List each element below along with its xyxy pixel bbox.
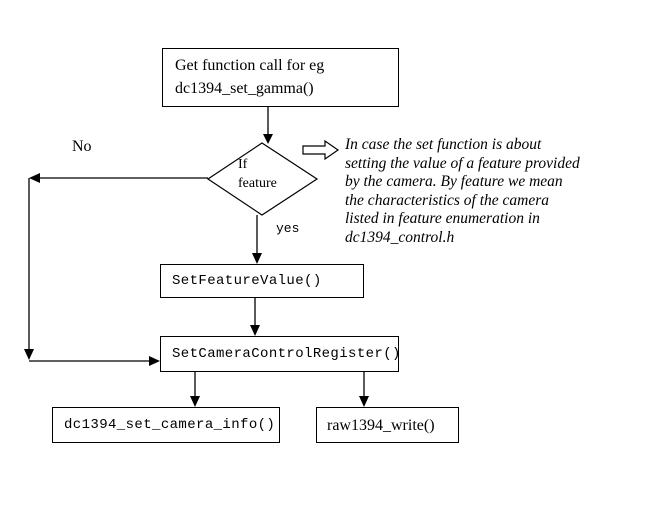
annotation-line: listed in feature enumeration in — [345, 210, 540, 227]
annotation-line: by the camera. By feature we mean — [345, 173, 563, 190]
edge-label-yes: yes — [276, 221, 300, 236]
node-raw1394-write: raw1394_write() — [316, 407, 459, 443]
annotation-pointer-arrow-icon — [302, 139, 340, 161]
annotation-line: dc1394_control.h — [345, 228, 455, 246]
node-get-function-call-line1: Get function call for eg — [175, 57, 325, 74]
node-dc1394-set-camera-info-label: dc1394_set_camera_info() — [64, 417, 276, 433]
arrowhead-down-icon — [263, 134, 273, 144]
arrowhead-down-icon — [190, 396, 200, 407]
edge-label-no: No — [72, 138, 92, 155]
node-set-camera-control-register-label: SetCameraControlRegister() — [172, 346, 401, 362]
annotation-line: In case the set function is about — [345, 136, 542, 153]
node-get-function-call-line2: dc1394_set_gamma() — [175, 80, 314, 97]
node-decision-label: If feature — [238, 155, 277, 193]
annotation-text: In case the set function is about settin… — [345, 136, 615, 247]
node-set-feature-value-label: SetFeatureValue() — [172, 273, 322, 289]
arrowhead-down-icon — [24, 349, 34, 360]
decision-diamond-shape — [206, 142, 319, 216]
node-raw1394-write-label: raw1394_write() — [327, 417, 435, 434]
node-dc1394-set-camera-info: dc1394_set_camera_info() — [52, 407, 280, 443]
arrowhead-down-icon — [250, 325, 260, 336]
arrowhead-left-icon — [29, 173, 40, 183]
annotation-line: the characteristics of the camera — [345, 191, 550, 209]
node-decision-line1: If — [238, 157, 248, 172]
arrowhead-down-icon — [359, 396, 369, 407]
annotation-line: setting the value of a feature provided — [345, 154, 580, 172]
node-set-camera-control-register: SetCameraControlRegister() — [160, 336, 401, 372]
arrowhead-down-icon — [252, 253, 262, 264]
node-set-feature-value: SetFeatureValue() — [160, 264, 364, 298]
node-decision-line2: feature — [238, 176, 277, 191]
node-get-function-call: Get function call for eg dc1394_set_gamm… — [162, 48, 399, 107]
arrowhead-right-icon — [149, 356, 160, 366]
